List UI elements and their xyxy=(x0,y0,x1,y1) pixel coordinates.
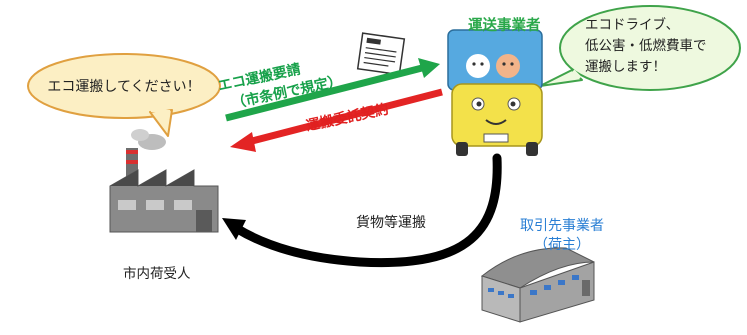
request-arrow xyxy=(225,58,440,122)
receiver-label: 市内荷受人 xyxy=(123,266,191,282)
cargo-arrow xyxy=(222,153,502,268)
left-speech-bubble xyxy=(27,53,221,137)
factory-icon xyxy=(109,129,219,233)
right-bubble-line-1: エコドライブ、 xyxy=(585,17,680,33)
shipper-label-line-2: （荷主） xyxy=(534,237,590,253)
cargo-label: 貨物等運搬 xyxy=(356,215,426,231)
contract-arrow xyxy=(230,88,443,152)
right-bubble-text: エコドライブ、 低公害・低燃費車で 運搬します！ xyxy=(585,15,735,78)
right-bubble-line-2: 低公害・低燃費車で xyxy=(585,38,707,54)
right-bubble-line-3: 運搬します！ xyxy=(585,59,666,75)
shipper-label: 取引先事業者 （荷主） xyxy=(520,217,604,255)
truck-icon xyxy=(447,29,543,156)
warehouse-icon xyxy=(480,247,595,323)
carrier-label: 運送事業者 xyxy=(468,18,541,34)
right-speech-bubble xyxy=(539,5,741,91)
left-bubble-text: エコ運搬してください！ xyxy=(47,79,201,95)
shipper-label-line-1: 取引先事業者 xyxy=(520,218,604,234)
document-icon xyxy=(356,32,406,76)
